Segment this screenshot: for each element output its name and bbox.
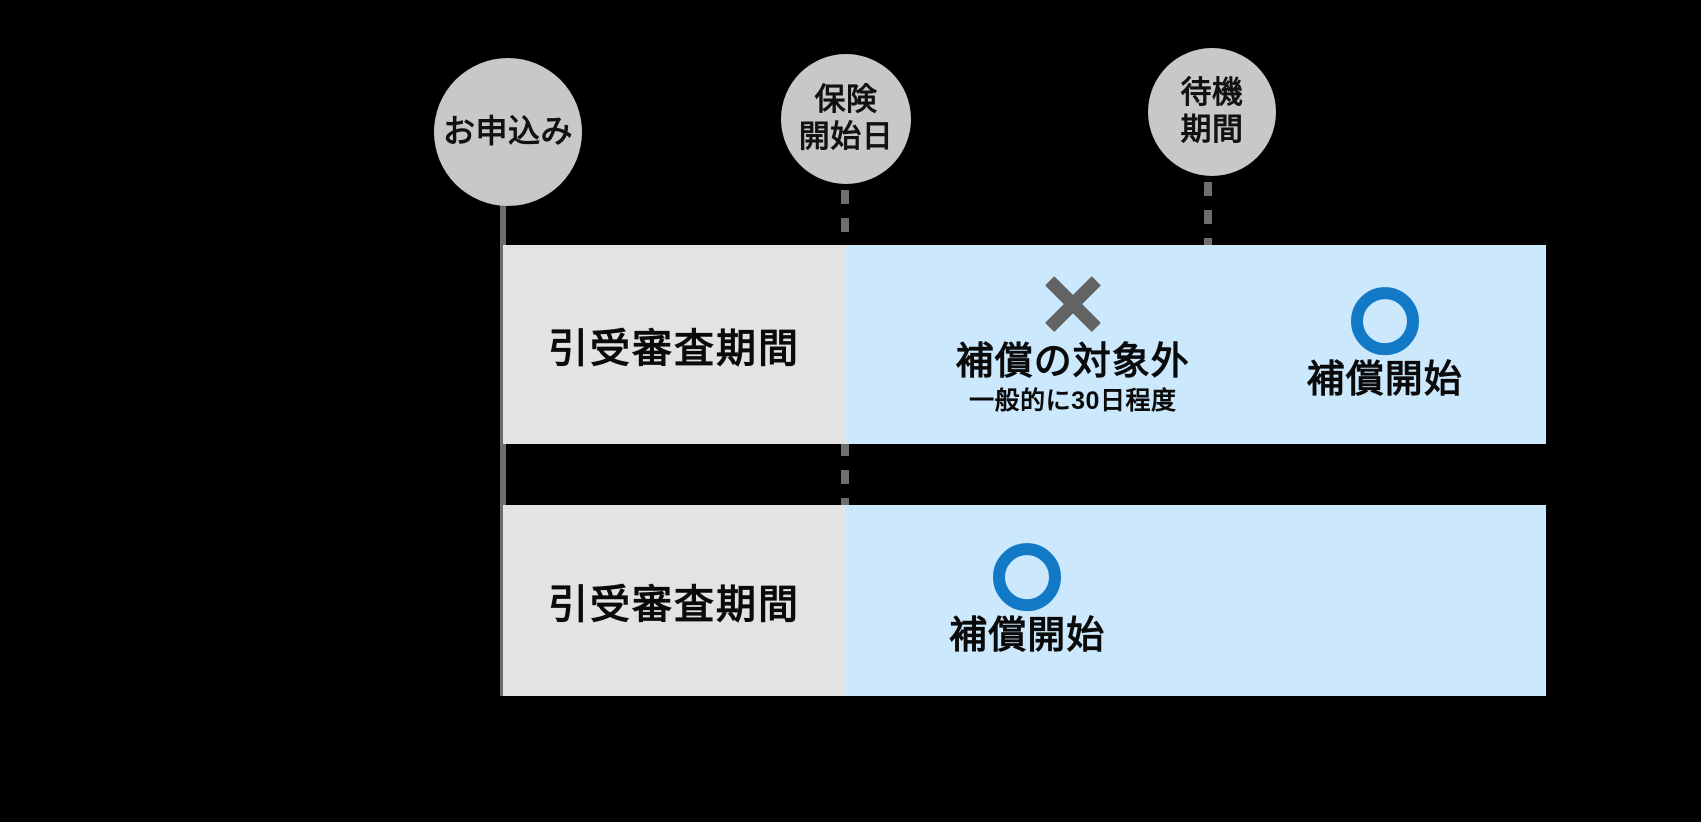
milestone-waiting-period-label: 待機 期間 — [1180, 75, 1244, 147]
row1-arrow-tip-icon — [1468, 245, 1546, 444]
milestone-policy-start-date-label: 保険 開始日 — [798, 82, 894, 154]
row1-marker-coverage-start: 補償開始 — [1306, 286, 1463, 403]
row2-underwriting-label: 引受審査期間 — [548, 582, 800, 627]
milestone-waiting-period[interactable]: 待機 期間 — [1148, 48, 1276, 176]
circle-mark-icon — [1350, 286, 1419, 355]
row2-arrow-tip-icon — [1468, 505, 1546, 696]
row1-underwriting-label: 引受審査期間 — [548, 326, 800, 371]
row1-not-covered-subtitle: 一般的に30日程度 — [969, 387, 1177, 416]
row2-marker-coverage-start: 補償開始 — [949, 542, 1106, 659]
row1-coverage-start-title: 補償開始 — [1306, 358, 1463, 401]
row1-underwriting-segment: 引受審査期間 — [503, 245, 845, 444]
timeline-row-with-waiting-period: 引受審査期間 補償の対象外 一般的に30日程度 補償開始 — [503, 245, 1546, 444]
timeline-row-no-waiting-period: 引受審査期間 補償開始 — [503, 505, 1546, 696]
row2-coverage-segment: 補償開始 — [845, 505, 1546, 696]
milestone-application-label: お申込み — [442, 113, 573, 150]
row1-not-covered-title: 補償の対象外 — [955, 340, 1190, 383]
cross-mark-icon — [1042, 273, 1104, 335]
row2-coverage-start-title: 補償開始 — [949, 614, 1106, 657]
circle-mark-icon — [993, 542, 1062, 611]
milestone-application[interactable]: お申込み — [434, 58, 582, 206]
row1-coverage-segment: 補償の対象外 一般的に30日程度 補償開始 — [845, 245, 1546, 444]
row1-marker-not-covered: 補償の対象外 一般的に30日程度 — [956, 273, 1190, 417]
milestone-policy-start-date[interactable]: 保険 開始日 — [781, 54, 911, 184]
row2-underwriting-segment: 引受審査期間 — [503, 505, 845, 696]
